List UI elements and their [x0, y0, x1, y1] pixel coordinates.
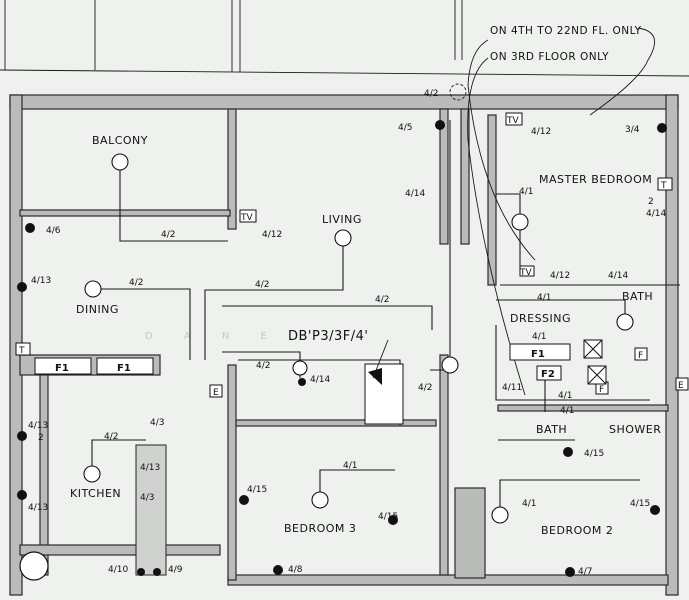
box-label-f1-b: F1	[117, 363, 131, 374]
watermark: D A N E	[145, 331, 281, 342]
circuit-label: 4/5	[398, 123, 412, 133]
circuit-label: 4/15	[247, 485, 267, 495]
circuit-label: 4/14	[310, 375, 330, 385]
box-label-f1-c: F1	[531, 349, 545, 360]
room-label-living: LIVING	[322, 213, 362, 226]
box-label-f-b: F	[599, 385, 604, 395]
circuit-label: 4/8	[288, 565, 303, 575]
circuit-label: 4/15	[584, 449, 604, 459]
room-label-dining: DINING	[76, 303, 119, 316]
room-label-dressing: DRESSING	[510, 312, 571, 325]
living-light-icon	[334, 229, 352, 247]
circuit-label: 4/13	[140, 463, 160, 473]
box-label-tv-c: TV	[519, 268, 532, 278]
circuit-label: 4/9	[168, 565, 183, 575]
circuit-label: 4/3	[140, 493, 154, 503]
circuit-label: 4/14	[405, 189, 425, 199]
hall-light-icon	[441, 356, 459, 374]
circuit-label: 4/1	[522, 499, 536, 509]
reference-lines	[0, 0, 689, 77]
box-label-tv-a: TV	[240, 213, 253, 223]
circuit-label: 4/2	[418, 383, 432, 393]
circuit-label: 4/15	[378, 512, 398, 522]
bedroom3-light-icon	[311, 491, 329, 509]
room-label-bedroom3: BEDROOM 3	[284, 522, 356, 535]
circuit-label: 4/13	[31, 276, 51, 286]
circuit-label: 4/2	[255, 280, 269, 290]
circuit-label: 4/1	[560, 406, 574, 416]
circuit-label: 4/13	[28, 503, 48, 513]
circuit-label: 4/3	[150, 418, 164, 428]
dining-light-icon	[84, 280, 102, 298]
circuit-label: 2	[38, 433, 44, 443]
box-label-e-a: E	[213, 388, 219, 398]
equipment	[15, 112, 689, 425]
circuit-label: 4/1	[343, 461, 357, 471]
note-leaders	[449, 27, 656, 396]
circuit-label: 4/6	[46, 226, 61, 236]
sink-icon	[19, 551, 49, 581]
circuit-label: 4/2	[424, 89, 438, 99]
box-label-tv-b: TV	[506, 116, 519, 126]
room-label-bedroom2: BEDROOM 2	[541, 524, 613, 537]
circuit-label: 4/2	[104, 432, 118, 442]
circuit-label: 4/1	[519, 187, 533, 197]
note-4th-22nd-floor: ON 4TH TO 22ND FL. ONLY	[490, 25, 642, 37]
note-3rd-floor: ON 3RD FLOOR ONLY	[490, 51, 609, 63]
kitchen-counter	[135, 444, 167, 576]
distribution-board-label: DB'P3/3F/4'	[288, 329, 368, 344]
circuit-label: 4/12	[550, 271, 570, 281]
circuit-label: 4/1	[558, 391, 572, 401]
circuit-label: 4/11	[502, 383, 522, 393]
bath-light-icon	[616, 313, 634, 331]
room-label-shower: SHOWER	[609, 423, 661, 436]
box-label-t-b: T	[18, 346, 25, 356]
circuit-label: 3/4	[625, 125, 640, 135]
sockets	[17, 120, 667, 577]
circuit-label: 4/1	[532, 332, 546, 342]
room-label-master-bedroom: MASTER BEDROOM	[539, 173, 652, 186]
circuit-label: 4/2	[129, 278, 143, 288]
room-label-kitchen: KITCHEN	[70, 487, 121, 500]
circuit-label: 4/14	[608, 271, 628, 281]
circuit-label: 4/2	[375, 295, 389, 305]
circuit-label: 4/12	[262, 230, 282, 240]
circuit-label: 2	[648, 197, 654, 207]
box-label-f1-a: F1	[55, 363, 69, 374]
circuit-label: 4/10	[108, 565, 128, 575]
room-label-balcony: BALCONY	[92, 134, 148, 147]
circuit-label: 4/12	[531, 127, 551, 137]
circuit-label: 4/2	[161, 230, 175, 240]
circuit-label: 4/14	[646, 209, 666, 219]
bedroom2-light-icon	[491, 506, 509, 524]
box-label-t-a: T	[660, 181, 667, 191]
dressing-table-light-icon	[292, 360, 308, 376]
db-leader-line	[372, 339, 389, 379]
outer-walls	[9, 94, 679, 596]
circuit-label: 4/7	[578, 567, 592, 577]
room-label-bath-upper: BATH	[622, 290, 653, 303]
box-label-e-b: E	[678, 381, 684, 391]
box-label-f-a: F	[638, 351, 643, 361]
room-label-bath-lower: BATH	[536, 423, 567, 436]
master-bedroom-light-icon	[511, 213, 529, 231]
circuit-label: 4/2	[256, 361, 270, 371]
circuit-label: 4/13	[28, 421, 48, 431]
kitchen-light-icon	[83, 465, 101, 483]
circuit-label: 4/1	[537, 293, 551, 303]
circuit-label: 4/15	[630, 499, 650, 509]
box-label-f2: F2	[541, 369, 555, 380]
balcony-light-icon	[111, 153, 129, 171]
